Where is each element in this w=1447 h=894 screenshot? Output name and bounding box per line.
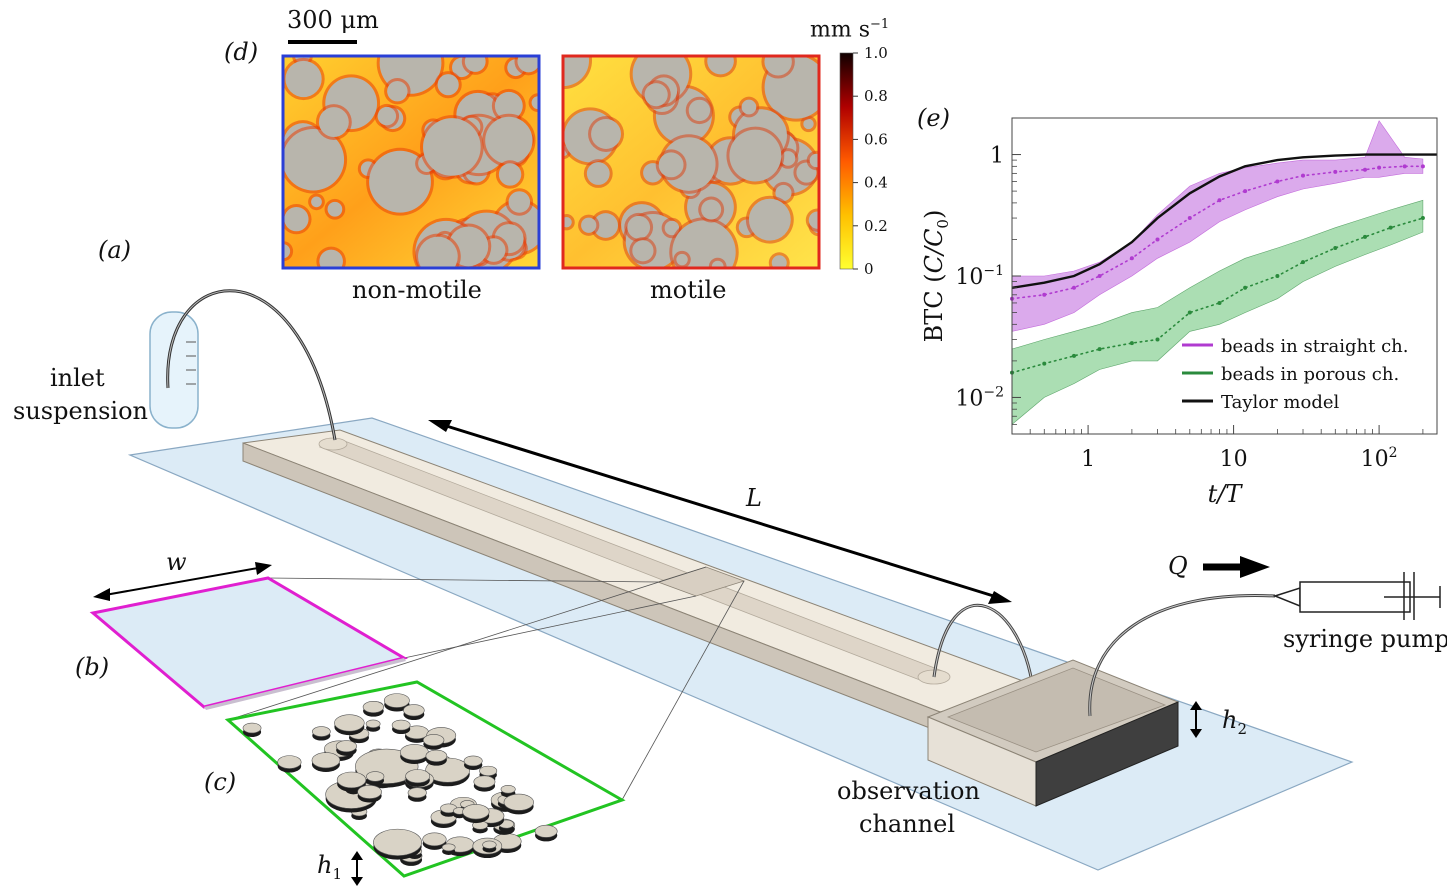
width-arrow-icon bbox=[93, 562, 272, 601]
h1-arrow-icon bbox=[351, 851, 363, 886]
pillar-disk bbox=[473, 775, 496, 788]
panel-label-d: (d) bbox=[224, 38, 259, 66]
pillar-disk bbox=[534, 824, 558, 838]
pillar-disk bbox=[242, 722, 262, 734]
x-tick-label: 102 bbox=[1361, 445, 1398, 472]
y-tick-label: 1 bbox=[990, 144, 1004, 169]
h1-letter: h bbox=[317, 851, 333, 879]
pillar-disk bbox=[312, 726, 331, 737]
flow-label: Q bbox=[1168, 552, 1188, 580]
pillar-disk bbox=[403, 704, 425, 717]
suspension-label: suspension bbox=[13, 397, 149, 425]
flow-arrow-icon bbox=[1203, 556, 1270, 578]
pillar-disk bbox=[500, 785, 516, 794]
pillar-disk bbox=[277, 755, 302, 769]
pillar-disk bbox=[366, 771, 385, 782]
pillar-disk bbox=[441, 843, 456, 852]
h2-arrow-icon bbox=[1190, 701, 1202, 738]
pillar-disk bbox=[336, 771, 367, 789]
x-tick-label: 10 bbox=[1220, 447, 1248, 472]
series-point-1 bbox=[1071, 353, 1076, 358]
pillar-disk bbox=[405, 769, 431, 784]
series-line-1 bbox=[1011, 217, 1424, 374]
panel-label-a: (a) bbox=[98, 236, 132, 264]
series-point-0 bbox=[1402, 164, 1407, 169]
scale-bar-label: 300 μm bbox=[287, 6, 379, 34]
colorbar-unit-text: mm s bbox=[810, 17, 871, 43]
legend-entry: beads in porous ch. bbox=[1221, 364, 1399, 385]
x-axis-label: t/T bbox=[1208, 480, 1244, 508]
motile-caption: motile bbox=[650, 276, 727, 304]
pillar-disk bbox=[383, 693, 410, 708]
pillar-disk bbox=[334, 714, 365, 732]
inlet-reservoir bbox=[149, 311, 199, 429]
pillar-disk bbox=[407, 787, 427, 799]
pillar-disk bbox=[482, 840, 497, 849]
h2-label: h2 bbox=[1222, 708, 1247, 737]
pillar-disk bbox=[373, 828, 422, 856]
non-motile-caption: non-motile bbox=[352, 276, 482, 304]
pillar-disk bbox=[357, 785, 382, 799]
y-axis-label: BTC (C/C0) bbox=[920, 210, 952, 343]
legend-entry: beads in straight ch. bbox=[1221, 336, 1409, 357]
pillar-disk bbox=[479, 765, 498, 776]
pillar-disk bbox=[365, 719, 381, 729]
pillar-disk bbox=[335, 740, 357, 753]
x-tick-label: 1 bbox=[1081, 447, 1095, 472]
syringe-pump-label: syringe pump bbox=[1283, 625, 1447, 653]
h1-label: h1 bbox=[317, 853, 342, 882]
inlet-label: inlet bbox=[50, 364, 105, 392]
panel-label-b: (b) bbox=[75, 653, 110, 681]
pillar-disk bbox=[425, 749, 448, 762]
panel-label-c: (c) bbox=[204, 768, 237, 796]
pillar-disk bbox=[503, 793, 534, 811]
legend-entry: Taylor model bbox=[1221, 392, 1340, 413]
colorbar-unit: mm s−1 bbox=[810, 18, 889, 41]
syringe-pump-icon bbox=[1272, 572, 1441, 620]
series-line-2 bbox=[1011, 153, 1437, 289]
pillar-disk bbox=[423, 734, 445, 747]
y-tick-label: 10−2 bbox=[955, 384, 1004, 411]
observation-chamber-side bbox=[1035, 701, 1179, 807]
length-arrow-icon bbox=[428, 420, 1012, 604]
panel-label-e: (e) bbox=[917, 104, 950, 132]
pillar-disk bbox=[391, 719, 411, 731]
h1-subscript: 1 bbox=[332, 864, 343, 883]
porous-pillars bbox=[242, 693, 558, 866]
pillar-disk bbox=[311, 752, 341, 769]
series-point-1 bbox=[1362, 234, 1367, 239]
series-band-1 bbox=[1011, 199, 1424, 426]
channel-label: channel bbox=[859, 810, 955, 838]
colorbar-unit-exp: −1 bbox=[870, 17, 890, 32]
pillar-disk bbox=[422, 832, 447, 847]
width-label: w bbox=[166, 548, 187, 576]
pillar-disk bbox=[462, 804, 490, 820]
pillar-disk bbox=[362, 701, 384, 713]
y-tick-label: 10−1 bbox=[955, 263, 1004, 290]
length-label: L bbox=[746, 484, 762, 512]
series-line-0 bbox=[1011, 165, 1424, 300]
h2-letter: h bbox=[1222, 706, 1238, 734]
pillar-disk bbox=[463, 755, 483, 767]
series-point-1 bbox=[1420, 216, 1425, 221]
h2-subscript: 2 bbox=[1237, 719, 1248, 738]
series-point-0 bbox=[1362, 167, 1367, 172]
observation-label: observation bbox=[837, 777, 980, 805]
series-point-1 bbox=[1129, 341, 1134, 346]
